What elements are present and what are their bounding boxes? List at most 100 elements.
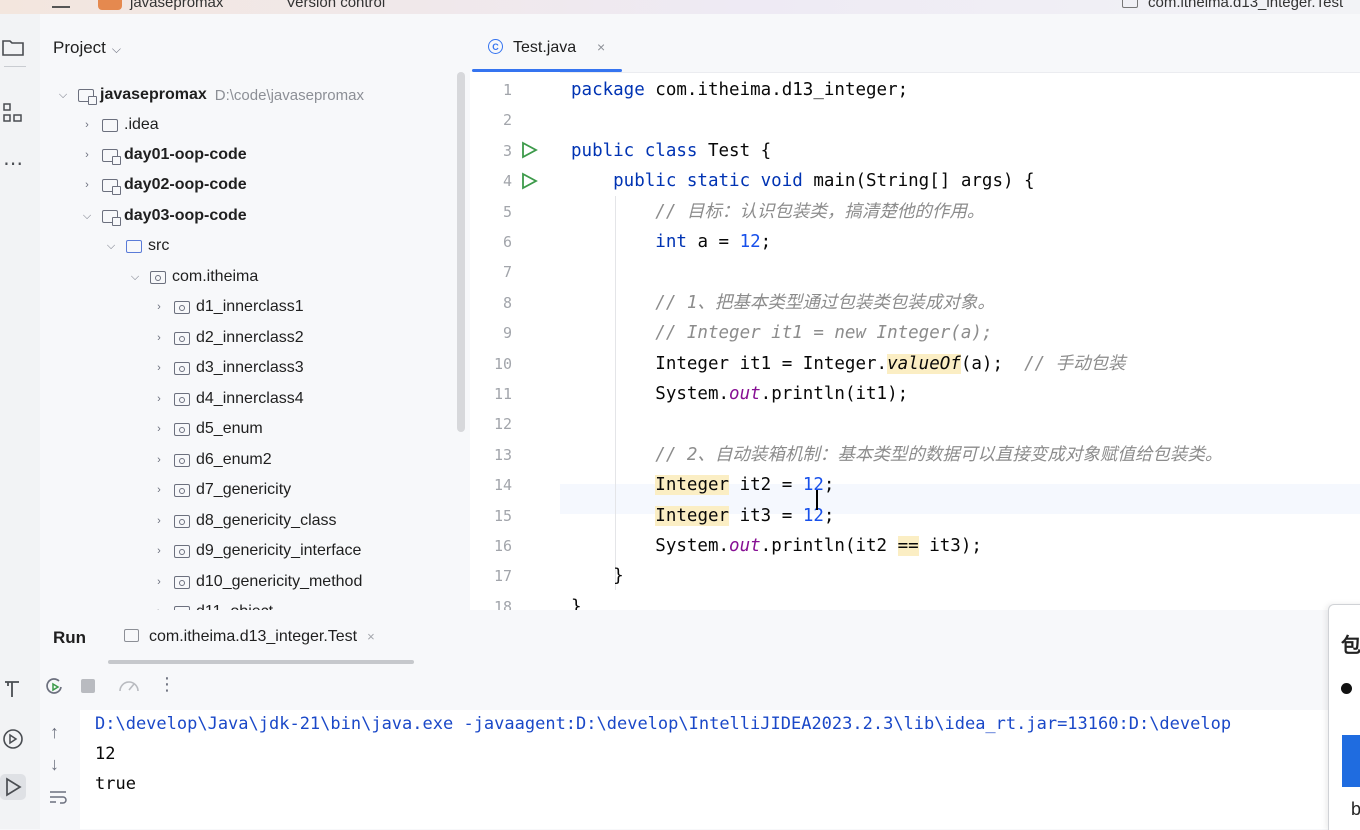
chevron-right-icon[interactable]: › bbox=[157, 484, 161, 496]
tree-item-label: d5_enum bbox=[196, 420, 263, 437]
services-icon[interactable] bbox=[0, 726, 26, 752]
code-line: // 1、把基本类型通过包装类包装成对象。 bbox=[571, 288, 995, 318]
tree-item-day01[interactable]: › day01-oop-code bbox=[80, 140, 247, 170]
tree-item-d1[interactable]: › d1_innerclass1 bbox=[152, 292, 303, 322]
stop-icon[interactable] bbox=[80, 678, 96, 699]
line-number: 11 bbox=[493, 385, 512, 403]
chevron-right-icon[interactable]: › bbox=[85, 179, 89, 191]
chevron-right-icon[interactable]: › bbox=[157, 362, 161, 374]
line-number: 7 bbox=[502, 263, 512, 281]
code-token: package bbox=[571, 80, 656, 100]
popup-text: b bbox=[1351, 799, 1360, 819]
bullet-icon bbox=[1341, 683, 1352, 694]
chevron-right-icon[interactable]: › bbox=[157, 515, 161, 527]
chevron-right-icon[interactable]: › bbox=[157, 301, 161, 313]
tree-item-label: d10_genericity_method bbox=[196, 573, 363, 590]
build-hammer-icon[interactable] bbox=[0, 676, 26, 702]
line-number: 9 bbox=[502, 324, 512, 342]
text-caret bbox=[816, 490, 818, 510]
tree-item-javasepromax[interactable]: ⌵ javasepromax D:\code\javasepromax bbox=[56, 80, 364, 110]
package-icon bbox=[174, 361, 190, 375]
more-tools-icon[interactable]: ⋯ bbox=[3, 152, 23, 175]
chevron-right-icon[interactable]: › bbox=[85, 119, 89, 131]
tree-item-com-itheima[interactable]: ⌵ com.itheima bbox=[128, 262, 258, 292]
run-tool-icon[interactable] bbox=[0, 774, 26, 800]
tree-item-d4[interactable]: › d4_innerclass4 bbox=[152, 384, 303, 414]
project-badge-icon[interactable] bbox=[98, 0, 122, 10]
line-number: 3 bbox=[502, 142, 512, 160]
chevron-right-icon[interactable]: › bbox=[157, 423, 161, 435]
chevron-right-icon[interactable]: › bbox=[157, 576, 161, 588]
chevron-right-icon[interactable]: › bbox=[85, 149, 89, 161]
code-token: 12 bbox=[739, 232, 761, 252]
popup-primary-button[interactable] bbox=[1342, 735, 1360, 787]
java-class-icon: C bbox=[488, 39, 503, 54]
line-number: 18 bbox=[493, 598, 512, 610]
tree-item-d9[interactable]: › d9_genericity_interface bbox=[152, 536, 361, 566]
profiler-icon[interactable] bbox=[118, 676, 140, 701]
run-tab-test[interactable]: com.itheima.d13_integer.Test× bbox=[124, 628, 375, 646]
close-icon[interactable]: × bbox=[367, 629, 375, 644]
rerun-icon[interactable] bbox=[44, 676, 64, 701]
arrow-up-icon[interactable]: ↑ bbox=[50, 722, 59, 742]
run-main-gutter-icon[interactable] bbox=[520, 172, 538, 190]
console-output[interactable]: D:\develop\Java\jdk-21\bin\java.exe -jav… bbox=[80, 710, 1330, 829]
console-output-line: true bbox=[95, 774, 136, 794]
code-line: System.out.println(it1); bbox=[571, 379, 908, 409]
structure-icon[interactable] bbox=[0, 100, 26, 126]
package-icon bbox=[174, 575, 190, 589]
tree-item-d10[interactable]: › d10_genericity_method bbox=[152, 567, 362, 597]
tree-item-day02[interactable]: › day02-oop-code bbox=[80, 170, 247, 200]
chevron-right-icon[interactable]: › bbox=[157, 332, 161, 344]
chevron-right-icon[interactable]: › bbox=[152, 606, 166, 610]
main-menu-icon[interactable] bbox=[52, 6, 70, 8]
tree-item-day03[interactable]: ⌵ day03-oop-code bbox=[80, 201, 247, 231]
line-number: 15 bbox=[493, 507, 512, 525]
popup-heading: 包 bbox=[1341, 635, 1360, 657]
tree-item-idea[interactable]: › .idea bbox=[80, 110, 159, 140]
project-view-selector[interactable]: Project⌵ bbox=[53, 38, 121, 58]
tree-item-label: d9_genericity_interface bbox=[196, 542, 362, 559]
chevron-down-icon[interactable]: ⌵ bbox=[58, 88, 68, 101]
tree-item-src[interactable]: ⌵ src bbox=[104, 231, 170, 261]
tree-item-path: D:\code\javasepromax bbox=[214, 86, 364, 104]
code-token: 12 bbox=[802, 475, 824, 495]
tree-item-d5[interactable]: › d5_enum bbox=[152, 414, 263, 444]
package-icon bbox=[174, 453, 190, 467]
tree-item-label: d7_genericity bbox=[196, 481, 292, 498]
tree-item-d3[interactable]: › d3_innerclass3 bbox=[152, 353, 303, 383]
project-folder-icon[interactable] bbox=[0, 34, 26, 60]
tool-window-bar-left: ⋯ bbox=[0, 14, 40, 829]
arrow-down-icon[interactable]: ↓ bbox=[50, 754, 59, 774]
module-folder-icon bbox=[102, 178, 121, 195]
soft-wrap-icon[interactable] bbox=[48, 788, 68, 811]
chevron-right-icon[interactable]: › bbox=[157, 454, 161, 466]
more-options-icon[interactable]: ⋮ bbox=[158, 674, 176, 694]
run-configuration-selector[interactable]: com.itheima.d13_integer.Test bbox=[1148, 0, 1344, 11]
tree-item-d6[interactable]: › d6_enum2 bbox=[152, 445, 271, 475]
chevron-right-icon[interactable]: › bbox=[157, 545, 161, 557]
code-token: System. bbox=[571, 536, 730, 556]
code-token: Integer bbox=[655, 475, 730, 495]
run-title: Run bbox=[53, 628, 87, 647]
chevron-down-icon[interactable]: ⌵ bbox=[106, 239, 116, 252]
chevron-right-icon[interactable]: › bbox=[157, 393, 161, 405]
tree-item-d2[interactable]: › d2_innerclass2 bbox=[152, 323, 303, 353]
tree-item-label: day01-oop-code bbox=[124, 146, 247, 163]
tab-label: Test.java bbox=[513, 39, 577, 56]
project-widget[interactable]: javasepromax bbox=[130, 0, 224, 11]
tree-item-d7[interactable]: › d7_genericity bbox=[152, 475, 291, 505]
tree-item-d8[interactable]: › d8_genericity_class bbox=[152, 506, 336, 536]
close-icon[interactable]: × bbox=[597, 39, 606, 55]
code-token: (a); bbox=[960, 354, 1025, 374]
tree-item-d11[interactable]: › d11_object bbox=[152, 597, 273, 610]
code-token: .println(it2 bbox=[760, 536, 898, 556]
chevron-down-icon[interactable]: ⌵ bbox=[130, 270, 140, 283]
run-class-gutter-icon[interactable] bbox=[520, 141, 538, 159]
code-token: Test { bbox=[707, 141, 772, 161]
project-scrollbar[interactable] bbox=[457, 72, 465, 432]
tab-test-java[interactable]: C Test.java × bbox=[470, 14, 622, 72]
vcs-widget[interactable]: Version control bbox=[286, 0, 386, 11]
chevron-down-icon[interactable]: ⌵ bbox=[82, 209, 92, 222]
code-token: Integer it1 = Integer. bbox=[571, 354, 888, 374]
